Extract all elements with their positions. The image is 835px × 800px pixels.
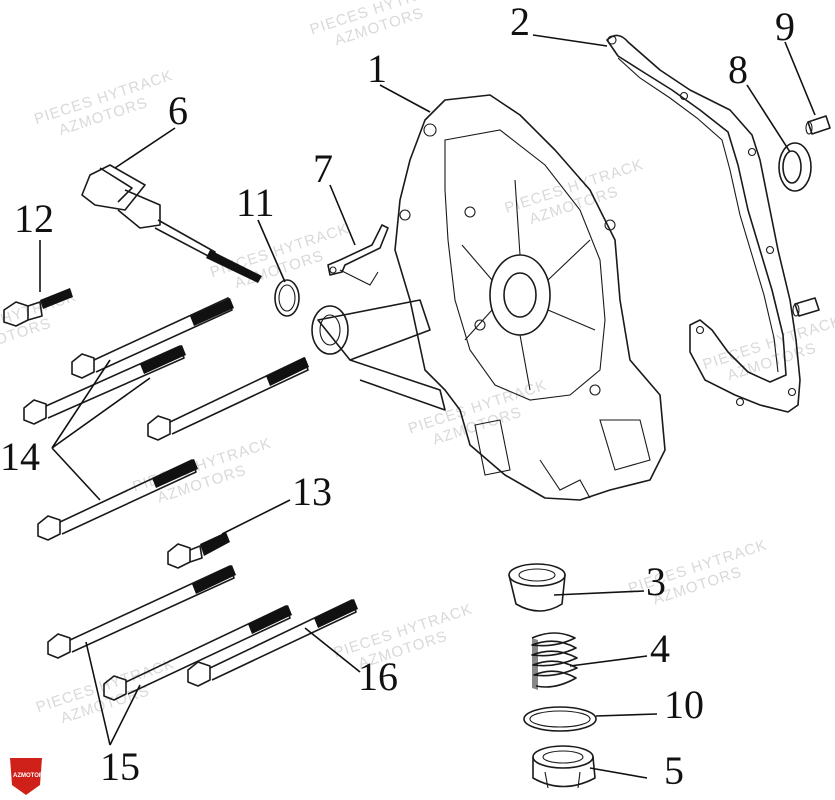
callout-7: 7 xyxy=(313,146,333,191)
shield-icon xyxy=(10,758,42,795)
callout-3: 3 xyxy=(646,559,666,604)
part-8-oil-seal xyxy=(778,142,812,192)
callout-16: 16 xyxy=(358,654,398,699)
callout-4: 4 xyxy=(650,626,670,671)
part-5-plug xyxy=(532,745,596,789)
callout-12: 12 xyxy=(14,196,54,241)
callout-1: 1 xyxy=(367,46,387,91)
part-13-bolt xyxy=(167,532,230,569)
part-14-bolts xyxy=(23,297,309,541)
part-2-gasket xyxy=(606,34,801,413)
part-7-bracket xyxy=(327,224,389,286)
part-1-crankcase-cover xyxy=(311,94,666,501)
part-3-cap xyxy=(508,563,566,612)
logo-text: AZMOTORS xyxy=(13,773,47,779)
azmotors-logo: AZMOTORS xyxy=(10,758,47,795)
callout-13: 13 xyxy=(292,469,332,514)
part-10-o-ring xyxy=(523,706,597,732)
callout-6: 6 xyxy=(168,88,188,133)
callout-labels: 1 2 3 4 5 6 7 8 9 10 11 12 13 14 15 16 xyxy=(0,0,795,793)
part-4-spring xyxy=(531,632,578,690)
part-11-o-ring xyxy=(274,279,300,317)
leader-lines xyxy=(39,34,816,779)
part-9-dowel-pin xyxy=(792,115,831,317)
callout-9: 9 xyxy=(775,4,795,49)
part-15-bolts xyxy=(47,565,292,701)
part-6-dipstick xyxy=(81,164,262,283)
callout-15: 15 xyxy=(100,744,140,789)
callout-2: 2 xyxy=(510,0,530,44)
part-16-bolt xyxy=(187,599,358,687)
callout-5: 5 xyxy=(664,748,684,793)
part-12-bolt xyxy=(3,288,73,327)
callout-10: 10 xyxy=(664,682,704,727)
callout-14: 14 xyxy=(0,434,40,479)
callout-11: 11 xyxy=(236,180,275,225)
callout-8: 8 xyxy=(728,47,748,92)
